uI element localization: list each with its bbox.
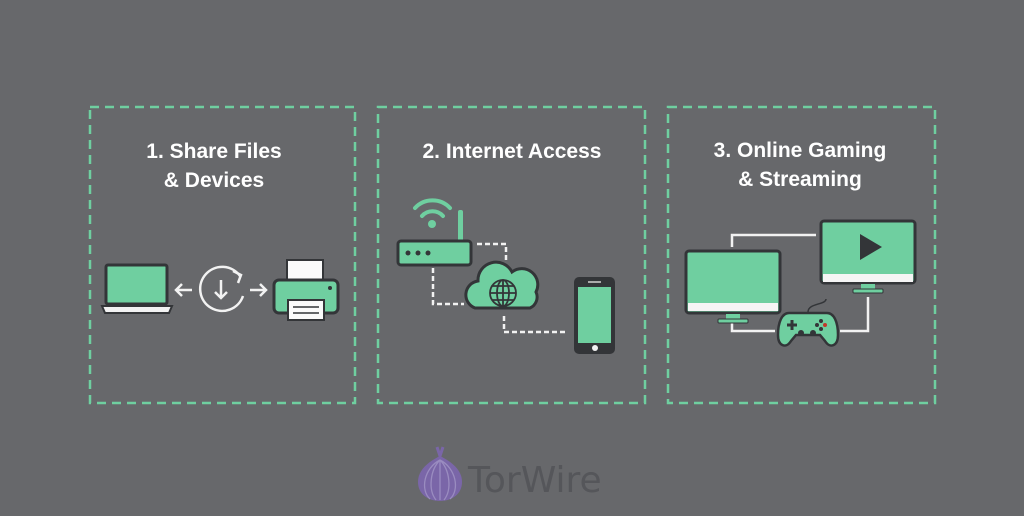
monitor-icon [684, 249, 782, 324]
panel-title-line2: & Streaming [738, 168, 862, 191]
torwire-logo: TorWire [418, 446, 602, 501]
panel-gaming-streaming: 3. Online Gaming & Streaming [666, 105, 937, 405]
panel-border [376, 105, 647, 405]
panel-title-line2: & Devices [164, 169, 264, 192]
panel-share-files: 1. Share Files & Devices [88, 105, 357, 405]
panel-border [666, 105, 937, 405]
laptop-icon [100, 263, 174, 314]
connection-lines [730, 233, 870, 333]
panel-internet-access: 2. Internet Access [376, 105, 647, 405]
sync-download-icon [198, 265, 245, 313]
cloud-globe-icon [464, 260, 540, 310]
panel-title: 2. Internet Access [423, 140, 602, 163]
onion-icon [418, 446, 462, 501]
tv-play-icon [819, 219, 917, 294]
arrow-left-icon [174, 283, 192, 297]
arrow-right-icon [250, 283, 268, 297]
panel-title-line1: 3. Online Gaming [714, 139, 887, 162]
router-icon [396, 198, 473, 267]
play-icon [860, 234, 882, 260]
panel-title-line1: 1. Share Files [146, 140, 281, 163]
panel-border [88, 105, 357, 405]
smartphone-icon [574, 277, 615, 354]
printer-icon [272, 259, 340, 321]
game-controller-icon [776, 298, 840, 347]
connection-lines [431, 242, 568, 334]
logo-text: TorWire [467, 460, 602, 501]
